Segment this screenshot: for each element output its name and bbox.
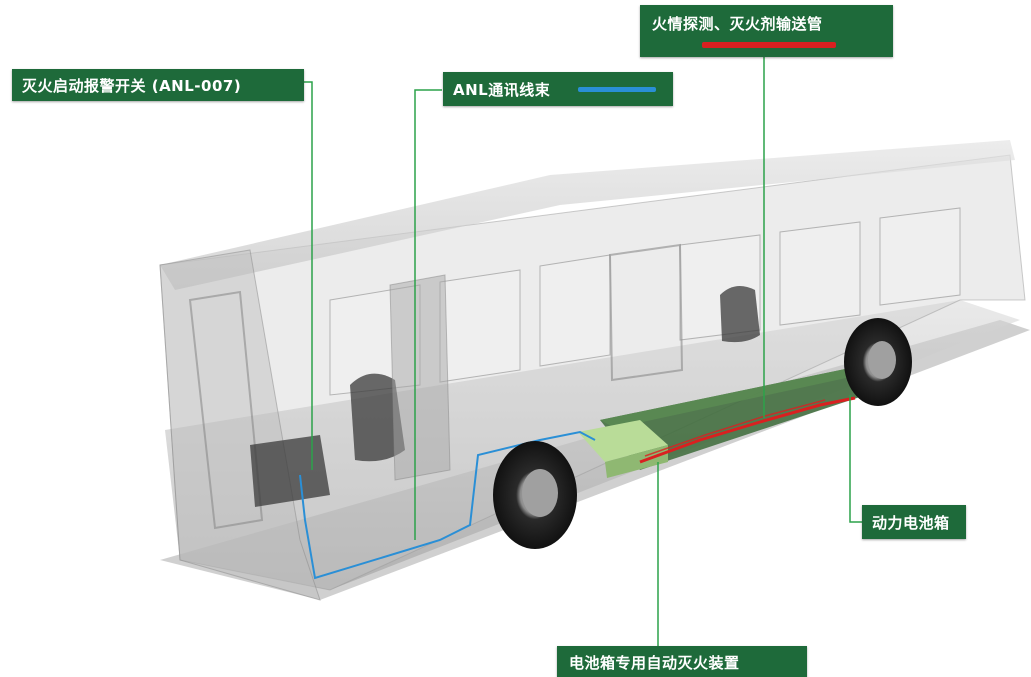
power-battery-box-shape xyxy=(600,368,875,470)
leader-fire-switch xyxy=(302,81,313,470)
blue-line-swatch-icon xyxy=(578,87,656,92)
power-battery-top xyxy=(600,368,860,428)
label-auto-extinguisher-text: 电池箱专用自动灭火装置 xyxy=(569,654,740,672)
rear-wheel xyxy=(844,318,912,406)
leader-anl-harness xyxy=(414,89,442,540)
bus-roof xyxy=(160,140,1015,290)
label-battery-box-text: 动力电池箱 xyxy=(872,514,950,532)
label-fire-switch: 灭火启动报警开关 (ANL-007) xyxy=(12,69,304,101)
fire-detection-pipe-2 xyxy=(644,399,826,457)
leader-battery-box xyxy=(849,395,862,523)
label-fire-switch-text: 灭火启动报警开关 (ANL-007) xyxy=(22,77,242,95)
red-line-swatch-icon xyxy=(702,42,836,48)
fire-detection-pipe xyxy=(639,396,856,464)
leader-lines xyxy=(302,55,862,648)
label-anl-harness-text: ANL通讯线束 xyxy=(453,81,551,99)
label-anl-harness: ANL通讯线束 xyxy=(443,72,673,106)
label-auto-extinguisher: 电池箱专用自动灭火装置 xyxy=(557,646,807,677)
driver-partition xyxy=(389,274,451,481)
bus-doors xyxy=(188,243,684,530)
label-battery-box: 动力电池箱 xyxy=(862,505,966,539)
front-wheel xyxy=(493,441,577,549)
label-fire-detection-pipe-text: 火情探测、灭火剂输送管 xyxy=(652,15,823,33)
bus-seats xyxy=(250,286,760,507)
label-fire-detection-pipe: 火情探测、灭火剂输送管 xyxy=(640,5,893,57)
extinguisher-device-shape xyxy=(578,420,668,462)
anl-harness-route xyxy=(299,430,596,580)
bus-front xyxy=(159,249,321,601)
